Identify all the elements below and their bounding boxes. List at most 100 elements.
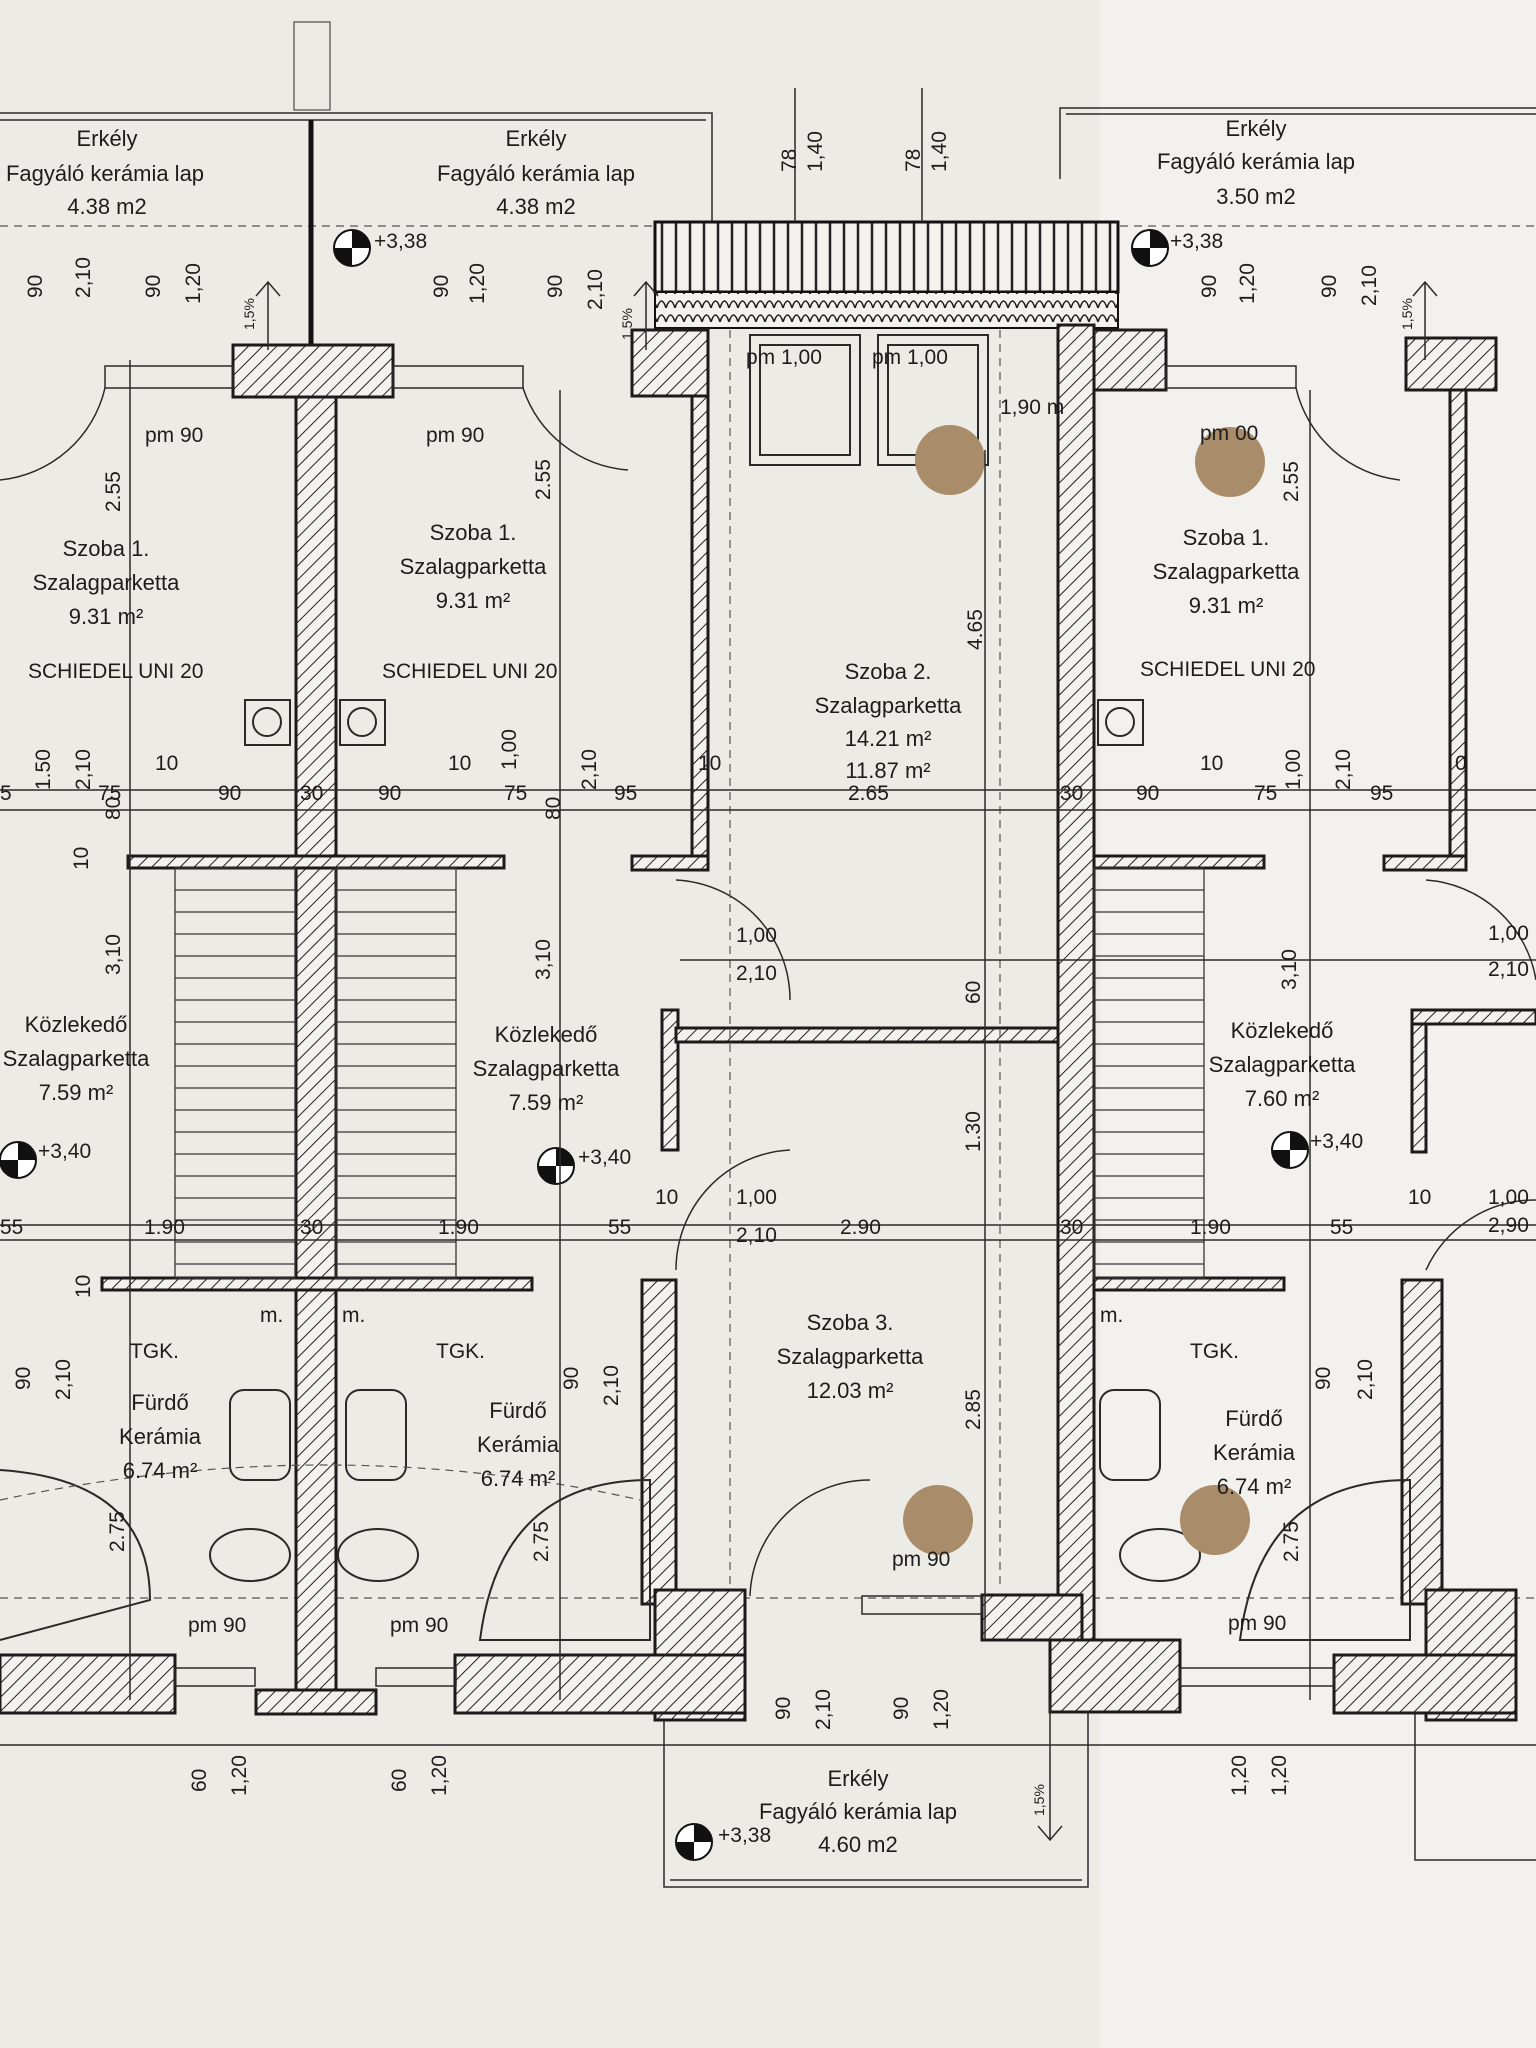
dim-label: 2.85 — [962, 1389, 985, 1430]
room-floor: Szalagparketta — [1209, 1052, 1357, 1077]
dim-label: 90 — [142, 275, 165, 298]
dim-label: 2,10 — [72, 257, 95, 298]
level-label: +3,38 — [374, 230, 427, 253]
dim-label: 90 — [430, 275, 453, 298]
balcony-name: Erkély — [827, 1766, 888, 1791]
wood-knots — [903, 425, 1265, 1555]
room-name: Szoba 1. — [430, 520, 517, 545]
dim-label: 1,20 — [1228, 1755, 1251, 1796]
m-mark: m. — [260, 1304, 283, 1327]
room-floor: Szalagparketta — [400, 554, 548, 579]
room-name: Szoba 1. — [63, 536, 150, 561]
room-floor: Szalagparketta — [1153, 559, 1301, 584]
dim-label: 1,20 — [228, 1755, 251, 1796]
dim-label: 75 — [504, 782, 527, 805]
dim-label: 10 — [655, 1186, 678, 1209]
dim-label: 4.65 — [964, 609, 987, 650]
chimney-label: SCHIEDEL UNI 20 — [1140, 658, 1315, 681]
slope-label: 1,5% — [241, 298, 257, 330]
dim-label: 2.75 — [1280, 1521, 1303, 1562]
room-area: 9.31 m² — [436, 588, 511, 613]
tgk-label: TGK. — [436, 1340, 485, 1363]
dim-label: 55 — [0, 1216, 23, 1239]
stairs — [174, 867, 1205, 1279]
dim-label: 2,10 — [812, 1689, 835, 1730]
slope-arrows — [255, 280, 1438, 1842]
slope-label: 1,5% — [1399, 298, 1415, 330]
opening-label: pm 90 — [426, 424, 484, 447]
dim-label: 1,20 — [466, 263, 489, 304]
flues — [244, 699, 1144, 746]
room-floor: Szalagparketta — [473, 1056, 621, 1081]
dimension-labels: 78 1,40 78 1,40 90 1,20 90 1,20 90 2,10 … — [0, 131, 1529, 1796]
room-name: Közlekedő — [25, 1012, 128, 1037]
opening-label: pm 90 — [390, 1614, 448, 1637]
dim-label: 95 — [1370, 782, 1393, 805]
room-area: 12.03 m² — [807, 1378, 894, 1403]
room-name: Szoba 1. — [1183, 525, 1270, 550]
opening-label: pm 00 — [1200, 422, 1258, 445]
balcony-area: 3.50 m2 — [1216, 184, 1296, 209]
dim-label: 55 — [608, 1216, 631, 1239]
room-area: 6.74 m² — [481, 1466, 556, 1491]
room-labels: Szoba 1. Szalagparketta 9.31 m² Szoba 1.… — [3, 520, 1357, 1499]
room-floor: Szalagparketta — [777, 1344, 925, 1369]
dim-label: 10 — [1408, 1186, 1431, 1209]
dim-label: 90 — [378, 782, 401, 805]
dim-label: 1,00 — [1488, 1186, 1529, 1209]
dim-label: 2.75 — [530, 1521, 553, 1562]
dim-label: 80 — [102, 797, 125, 820]
balcony-floor: Fagyáló kerámia lap — [759, 1799, 957, 1824]
dim-label: 90 — [1312, 1367, 1335, 1390]
room-area: 7.59 m² — [509, 1090, 584, 1115]
balcony-name: Erkély — [505, 126, 566, 151]
opening-label: pm 90 — [145, 424, 203, 447]
bath-fixtures — [0, 1389, 1411, 1641]
dim-label: 2.90 — [840, 1216, 881, 1239]
dim-label: 2.75 — [106, 1511, 129, 1552]
dim-label: 80 — [542, 797, 565, 820]
room-name: Fürdő — [1225, 1406, 1282, 1431]
dim-label: 90 — [12, 1367, 35, 1390]
dim-label: 90 — [1198, 275, 1221, 298]
dim-label: 1.90 — [1190, 1216, 1231, 1239]
dim-label: 1,20 — [1236, 263, 1259, 304]
dim-label: 55 — [1330, 1216, 1353, 1239]
dim-label: 2,10 — [1332, 749, 1355, 790]
room-area: 6.74 m² — [123, 1458, 198, 1483]
dim-label: 2,10 — [584, 269, 607, 310]
room-area-secondary: 11.87 m² — [845, 758, 930, 783]
dim-label: 10 — [1200, 752, 1223, 775]
room-floor: Szalagparketta — [815, 693, 963, 718]
dim-label: 2,10 — [1488, 958, 1529, 981]
opening-label: pm 90 — [188, 1614, 246, 1637]
dim-label: 1,00 — [1488, 922, 1529, 945]
level-label: +3,40 — [578, 1146, 631, 1169]
opening-label: pm 1,00 — [746, 346, 822, 369]
dim-label: 90 — [24, 275, 47, 298]
dim-label: 30 — [300, 1216, 323, 1239]
room-floor: Szalagparketta — [33, 570, 181, 595]
room-area: 9.31 m² — [69, 604, 144, 629]
dim-label: 2.65 — [848, 782, 889, 805]
chimney-top — [293, 21, 331, 111]
slope-label: 1,5% — [619, 308, 635, 340]
slope-label: 1,5% — [1031, 1784, 1047, 1816]
dim-label: 1,20 — [182, 263, 205, 304]
dim-label: 2.55 — [102, 471, 125, 512]
dim-label: 75 — [98, 782, 121, 805]
room-floor: Kerámia — [1213, 1440, 1296, 1465]
dim-label: 10 — [72, 1275, 95, 1298]
dim-label: 1,20 — [1268, 1755, 1291, 1796]
dim-label: 2,10 — [1354, 1359, 1377, 1400]
room-floor: Kerámia — [119, 1424, 202, 1449]
balcony-floor: Fagyáló kerámia lap — [6, 161, 204, 186]
dim-label: 78 — [778, 149, 801, 172]
chimney-label: SCHIEDEL UNI 20 — [382, 660, 557, 683]
room-area: 6.74 m² — [1217, 1474, 1292, 1499]
dim-label: 10 — [448, 752, 471, 775]
m-mark: m. — [342, 1304, 365, 1327]
chimney-labels: SCHIEDEL UNI 20 SCHIEDEL UNI 20 SCHIEDEL… — [28, 658, 1315, 683]
dim-label: 2,10 — [578, 749, 601, 790]
